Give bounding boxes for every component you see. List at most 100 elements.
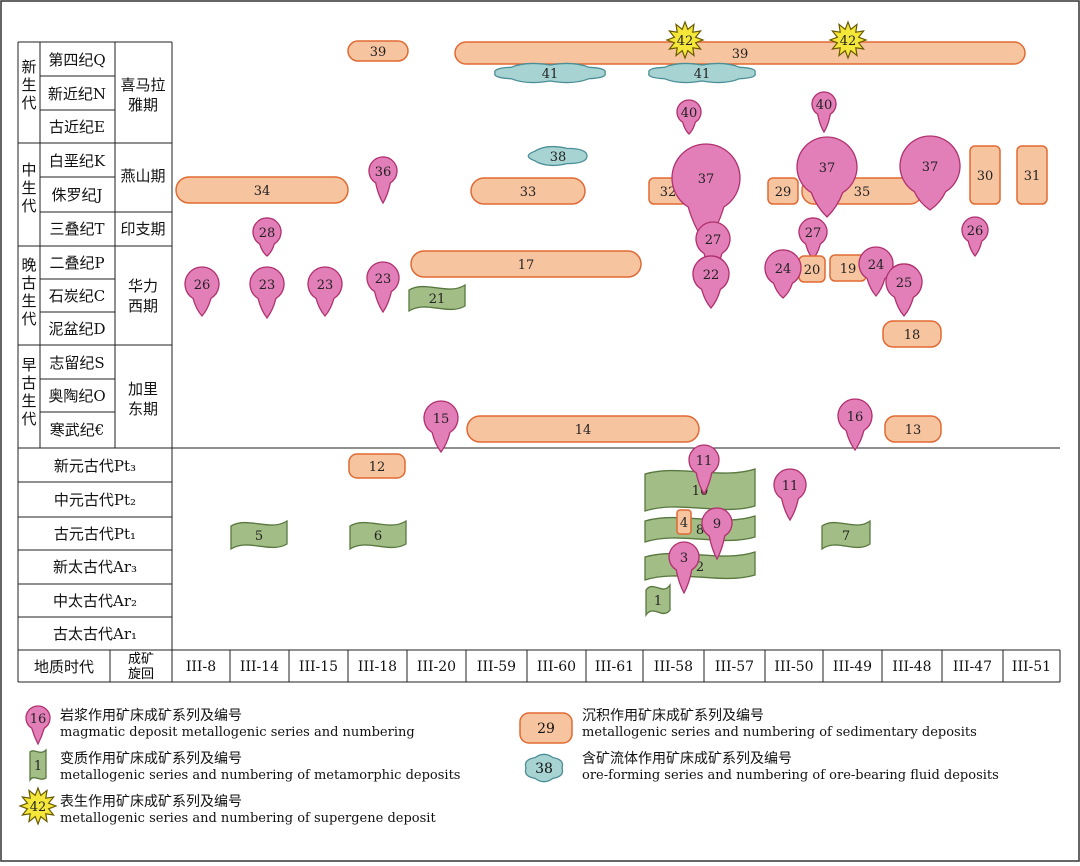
series-number: 30 — [977, 169, 994, 184]
magmatic-series-11: 11 — [688, 444, 720, 496]
metamorphic-series-1: 1 — [645, 582, 671, 618]
magmatic-series-9: 9 — [701, 507, 733, 561]
period-neoarchean: 新太古代Ar₃ — [53, 558, 137, 576]
magmatic-series-24: 24 — [858, 246, 894, 297]
legend-metamorphic-symbol: 1 — [29, 748, 47, 783]
magmatic-series-16: 16 — [837, 398, 873, 452]
series-number: 32 — [660, 185, 677, 200]
period-cambrian: 寒武纪€ — [50, 421, 105, 439]
series-number: 17 — [518, 258, 535, 273]
series-number: 23 — [375, 272, 392, 287]
magmatic-series-24: 24 — [764, 249, 802, 299]
axis-unit-label: III-48 — [892, 659, 931, 675]
series-number: 39 — [370, 45, 387, 60]
magmatic-series-37: 37 — [796, 136, 858, 218]
axis-unit-label: III-49 — [833, 659, 872, 675]
series-number: 15 — [433, 412, 450, 427]
legend-fluid-en: ore-forming series and numbering of ore-… — [582, 768, 999, 783]
legend-sedimentary-cn: 沉积作用矿床成矿系列及编号 — [582, 708, 764, 724]
cycle-caledonian: 加里东期 — [128, 380, 158, 418]
series-number: 16 — [847, 410, 864, 425]
period-carboniferous: 石炭纪C — [49, 287, 105, 305]
series-number: 42 — [840, 34, 857, 49]
metamorphic-series-2: 2 — [644, 551, 756, 581]
axis-corner-time: 地质时代 — [34, 658, 94, 676]
magmatic-series-27: 27 — [798, 217, 828, 260]
era-cenozoic: 新生代 — [21, 58, 36, 112]
axis-unit-label: III-50 — [774, 659, 813, 675]
metamorphic-series-6: 6 — [349, 519, 407, 551]
series-number: 27 — [705, 233, 722, 248]
magmatic-series-23: 23 — [307, 266, 343, 317]
series-number: 41 — [694, 67, 711, 82]
magmatic-series-15: 15 — [423, 400, 459, 454]
magmatic-series-22: 22 — [692, 255, 730, 309]
series-number: 40 — [681, 106, 698, 121]
sedimentary-series-39: 39 — [454, 41, 1026, 65]
supergene-series-42: 42 — [665, 20, 705, 60]
axis-unit-label: III-18 — [358, 659, 397, 675]
series-number: 13 — [905, 423, 922, 438]
series-number: 3 — [680, 551, 688, 566]
sedimentary-series-30: 30 — [969, 145, 1001, 205]
axis-unit-label: III-15 — [299, 659, 338, 675]
series-number: 37 — [819, 161, 836, 176]
period-cretaceous: 白垩纪K — [49, 152, 106, 170]
fluid-series-41: 41 — [494, 62, 606, 84]
series-number: 36 — [375, 165, 392, 180]
magmatic-series-28: 28 — [252, 217, 282, 257]
magmatic-series-25: 25 — [885, 263, 923, 317]
magmatic-series-26: 26 — [184, 266, 220, 317]
sedimentary-series-18: 18 — [882, 320, 942, 348]
legend-magmatic-cn: 岩浆作用矿床成矿系列及编号 — [60, 708, 242, 724]
series-number: 38 — [550, 150, 567, 165]
period-silurian: 志留纪S — [49, 354, 104, 372]
axis-unit-label: III-14 — [240, 659, 279, 675]
metamorphic-series-5: 5 — [230, 519, 288, 551]
legend-supergene-en: metallogenic series and numbering of sup… — [60, 811, 436, 826]
sedimentary-series-33: 33 — [470, 177, 586, 205]
era-early-paleozoic: 早古生代 — [21, 356, 36, 428]
fluid-series-38: 38 — [527, 145, 588, 167]
series-number: 23 — [259, 278, 276, 293]
legend-supergene-cn: 表生作用矿床成矿系列及编号 — [60, 794, 242, 810]
magmatic-series-40: 40 — [811, 91, 837, 134]
axis-unit-label: III-61 — [595, 659, 634, 675]
axis-unit-label: III-47 — [953, 659, 992, 675]
metamorphic-series-10: 10 — [644, 468, 756, 512]
magmatic-series-37: 37 — [671, 143, 741, 246]
series-number: 40 — [816, 98, 833, 113]
series-number: 4 — [680, 516, 688, 531]
period-neoproterozoic: 新元古代Pt₃ — [54, 457, 136, 475]
period-jurassic: 侏罗纪J — [51, 186, 102, 204]
period-paleogene: 古近纪E — [49, 118, 105, 136]
series-number: 27 — [805, 226, 822, 241]
period-permian: 二叠纪P — [49, 254, 104, 272]
legend-magmatic-symbol: 16 — [25, 705, 51, 746]
axis-unit-label: III-20 — [417, 659, 456, 675]
sedimentary-series-14: 14 — [466, 415, 700, 443]
geologic-time-table — [17, 41, 1061, 683]
series-number: 18 — [904, 328, 921, 343]
series-number: 26 — [967, 224, 984, 239]
series-number: 7 — [842, 529, 850, 544]
series-number: 29 — [775, 185, 792, 200]
series-number: 2 — [696, 560, 704, 575]
magmatic-series-40: 40 — [676, 99, 702, 135]
axis-unit-label: III-8 — [186, 659, 216, 675]
series-number: 28 — [259, 226, 276, 241]
fluid-series-41: 41 — [648, 62, 756, 84]
cycle-yanshanian: 燕山期 — [120, 167, 165, 185]
series-number: 11 — [696, 454, 713, 469]
magmatic-series-23: 23 — [366, 261, 400, 314]
series-number: 11 — [782, 479, 799, 494]
period-mesoproterozoic: 中元古代Pt₂ — [54, 491, 136, 509]
magmatic-series-37: 37 — [899, 135, 961, 211]
series-number: 35 — [854, 185, 871, 200]
series-number: 25 — [896, 276, 913, 291]
sedimentary-series-29: 29 — [767, 177, 799, 205]
sedimentary-series-17: 17 — [410, 250, 642, 278]
period-quaternary: 第四纪Q — [48, 51, 105, 69]
